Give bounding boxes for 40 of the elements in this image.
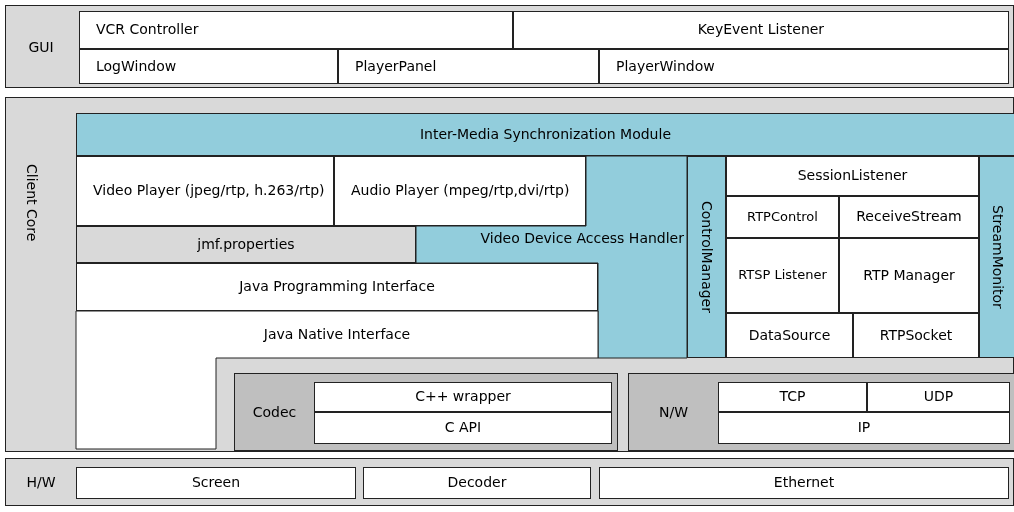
module-box: KeyEvent Listener: [513, 11, 1009, 49]
module-box: PlayerPanel: [338, 49, 599, 84]
layer-band: [5, 458, 1014, 506]
module-box: UDP: [867, 382, 1010, 412]
module-box: RTPSocket: [853, 313, 979, 358]
module-box: ReceiveStream: [839, 196, 979, 238]
module-box: Screen: [76, 467, 356, 499]
module-box: StreamMonitor: [979, 156, 1014, 358]
module-box: DataSource: [726, 313, 853, 358]
module-box: jmf.properties: [76, 226, 416, 263]
module-box: ControlManager: [687, 156, 726, 358]
module-box: C API: [314, 412, 612, 444]
module-box: Java Programming Interface: [76, 263, 598, 311]
layer-band: [5, 5, 1014, 88]
module-box: C++ wrapper: [314, 382, 612, 412]
layer-band: [5, 97, 1014, 452]
layer-label: Client Core: [22, 163, 41, 244]
layer-label: GUI: [27, 37, 55, 57]
layer-label: Codec: [251, 403, 298, 423]
layer-label: N/W: [657, 403, 689, 423]
module-box: RTP Manager: [839, 238, 979, 313]
module-label: Java Native Interface: [262, 325, 412, 344]
module-box: RTSP Listener: [726, 238, 839, 313]
module-box: VCR Controller: [79, 11, 513, 49]
module-label: Video Device Access Handler: [479, 229, 684, 248]
layer-panel: [628, 373, 1014, 451]
module-box: RTPControl: [726, 196, 839, 238]
module-box: Audio Player (mpeg/rtp,dvi/rtp): [334, 156, 586, 226]
module-box: Ethernet: [599, 467, 1009, 499]
module-box: IP: [718, 412, 1010, 444]
module-box: Inter-Media Synchronization Module: [76, 113, 1014, 156]
module-box: SessionListener: [726, 156, 979, 196]
module-box: LogWindow: [79, 49, 338, 84]
layer-label: H/W: [25, 473, 57, 493]
module-box: Video Player (jpeg/rtp, h.263/rtp): [76, 156, 334, 226]
module-box: TCP: [718, 382, 867, 412]
module-box: Decoder: [363, 467, 591, 499]
layer-panel: [234, 373, 618, 451]
module-box: PlayerWindow: [599, 49, 1009, 84]
module-box: [76, 311, 598, 449]
